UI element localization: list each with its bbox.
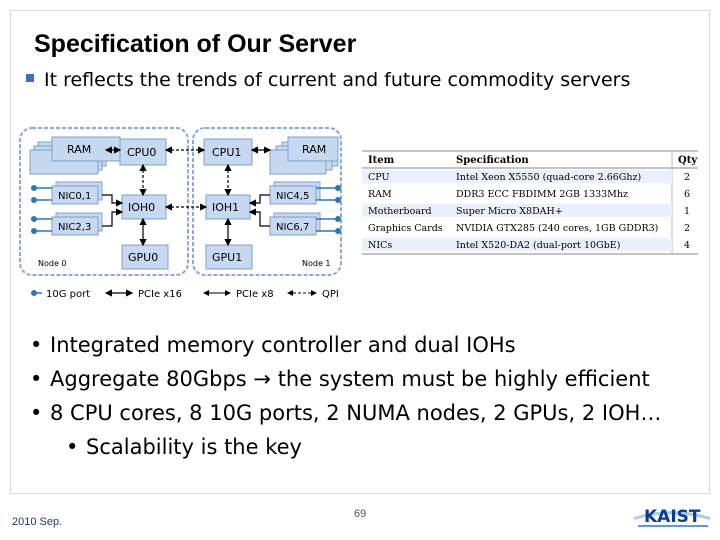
cpu0-label: CPU0 xyxy=(127,146,156,159)
gpu1-box xyxy=(205,244,253,270)
gpu0-label: GPU0 xyxy=(128,251,158,264)
list-item: •Aggregate 80Gbps → the system must be h… xyxy=(30,367,650,391)
legend-qpi: QPI xyxy=(322,289,339,300)
table-cell: Super Micro X8DAH+ xyxy=(456,206,563,217)
gpu0-box xyxy=(121,244,169,270)
gpu1-label: GPU1 xyxy=(212,251,242,264)
cpu1-box xyxy=(203,138,253,166)
table-cell: CPU xyxy=(368,172,390,183)
nic67-label: NIC6,7 xyxy=(276,222,309,233)
table-header-qty: Qty xyxy=(678,155,698,166)
subtitle-text: It reflects the trends of current and fu… xyxy=(44,69,631,91)
server-architecture-diagram: RAM RAM CPU0 CPU1 IOH0 IOH1 GPU0 GPU1 NI… xyxy=(19,127,698,300)
table-cell: NICs xyxy=(368,240,392,251)
cpu1-label: CPU1 xyxy=(212,146,241,159)
table-cell: Graphics Cards xyxy=(368,223,443,234)
footer-date: 2010 Sep. xyxy=(12,516,63,528)
nic45-label: NIC4,5 xyxy=(276,191,309,202)
table-cell: Motherboard xyxy=(368,206,432,217)
sub-list-item: •Scalability is the key xyxy=(66,435,302,459)
slide-title: Specification of Our Server xyxy=(34,30,357,58)
nic23-label: NIC2,3 xyxy=(58,222,91,233)
nic01-label: NIC0,1 xyxy=(58,191,91,202)
legend-pcie-x16: PCIe x16 xyxy=(138,289,182,300)
nic23-box xyxy=(51,216,99,236)
node0-label: Node 0 xyxy=(38,259,67,268)
table-header-spec: Specification xyxy=(456,155,529,166)
nic01-box xyxy=(51,185,99,205)
table-cell: 2 xyxy=(684,223,690,234)
legend-10g-port: 10G port xyxy=(46,289,90,300)
node1-label: Node 1 xyxy=(302,259,331,268)
list-item: •8 CPU cores, 8 10G ports, 2 NUMA nodes,… xyxy=(30,401,662,425)
table-cell: 6 xyxy=(684,189,690,200)
page-number: 69 xyxy=(354,508,367,520)
list-item: •Integrated memory controller and dual I… xyxy=(30,333,516,357)
table-cell: Intel X520-DA2 (dual-port 10GbE) xyxy=(456,240,620,251)
slide-frame xyxy=(10,10,710,494)
spec-table: Item Specification Qty CPU Intel Xeon X5… xyxy=(362,150,698,255)
ioh1-label: IOH1 xyxy=(212,201,239,214)
table-header-item: Item xyxy=(368,155,395,166)
table-cell: DDR3 ECC FBDIMM 2GB 1333Mhz xyxy=(456,189,628,200)
legend-pcie-x8: PCIe x8 xyxy=(236,289,274,300)
ioh0-label: IOH0 xyxy=(128,201,155,214)
slide-subtitle: It reflects the trends of current and fu… xyxy=(26,69,630,91)
node1-ram-box xyxy=(287,136,339,162)
table-cell: 1 xyxy=(684,206,690,217)
table-cell: NVIDIA GTX285 (240 cores, 1GB GDDR3) xyxy=(456,223,658,234)
table-cell: 2 xyxy=(684,172,690,183)
node0-ram-label: RAM xyxy=(67,143,91,156)
table-cell: RAM xyxy=(368,189,392,200)
bullet-list: •Integrated memory controller and dual I… xyxy=(30,328,661,464)
ioh0-box xyxy=(121,194,167,220)
table-cell: Intel Xeon X5550 (quad-core 2.66Ghz) xyxy=(456,172,641,183)
table-cell: 4 xyxy=(684,240,690,251)
kaist-logo: KAIST xyxy=(634,507,710,527)
svg-text:KAIST: KAIST xyxy=(644,507,701,527)
square-bullet-icon xyxy=(26,73,34,82)
node1-ram-label: RAM xyxy=(302,143,326,156)
